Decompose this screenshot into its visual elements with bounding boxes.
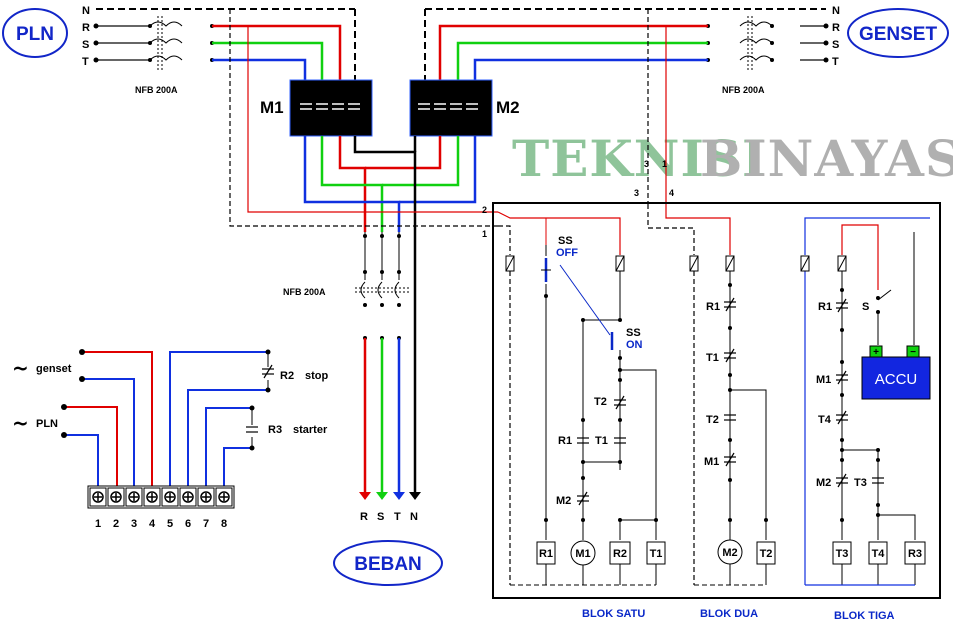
node-3-label: 3: [634, 188, 639, 198]
b2-t2-label: T2: [706, 414, 719, 426]
node-2-label: 2: [482, 205, 487, 215]
terminal-5: 5: [167, 518, 173, 530]
accu-plus: +: [873, 347, 879, 358]
load-r-label: R: [360, 511, 368, 523]
neutral-lines: [96, 8, 826, 82]
right-r-label: R: [832, 22, 840, 34]
load-n-label: N: [410, 511, 418, 523]
node-3-top-label: 3: [644, 159, 649, 169]
control-panel: [492, 202, 941, 599]
center-nfb-symbol: [355, 232, 410, 299]
right-nfb-symbol: [739, 16, 773, 72]
pln-label: PLN: [16, 24, 54, 45]
coil-r3: R3: [908, 548, 922, 560]
right-n-label: N: [832, 5, 840, 17]
terminal-3: 3: [131, 518, 137, 530]
accu-battery: [861, 345, 931, 400]
b2-t1-label: T1: [706, 352, 719, 364]
ss2-label: SS: [626, 327, 641, 339]
node-1-label: 1: [482, 229, 487, 239]
genset-tilde: ~: [12, 356, 29, 380]
left-nfb-symbol: [149, 16, 183, 72]
right-nfb-label: NFB 200A: [722, 85, 765, 95]
beban-badge: BEBAN: [333, 540, 443, 586]
b1-t1-label: T1: [595, 435, 608, 447]
terminal-6: 6: [185, 518, 191, 530]
right-t-label: T: [832, 56, 839, 68]
ss-on-label: ON: [626, 339, 643, 351]
fuses: [505, 255, 847, 272]
coil-r2: R2: [613, 548, 627, 560]
coil-r1: R1: [539, 548, 553, 560]
terminal-strip: [87, 485, 235, 509]
watermark-part2: BINAYASA: [700, 129, 953, 188]
b3-m2-label: M2: [816, 477, 831, 489]
watermark-part1: TEKNISI: [512, 129, 766, 188]
ss-off-label: OFF: [556, 247, 578, 259]
b3-t3-label: T3: [854, 477, 867, 489]
b3-m1-label: M1: [816, 374, 831, 386]
b3-s-label: S: [862, 301, 869, 313]
b3-r1-label: R1: [818, 301, 832, 313]
block1-coils: [536, 540, 666, 566]
accu-minus: −: [910, 347, 916, 358]
node-4-label: 4: [669, 188, 674, 198]
node-1-top-label: 1: [662, 159, 667, 169]
left-s-label: S: [82, 39, 89, 51]
load-t-label: T: [394, 511, 401, 523]
terminal-2: 2: [113, 518, 119, 530]
m1-contactor: [289, 79, 373, 137]
m1-label: M1: [260, 98, 284, 117]
ss-label: SS: [558, 235, 573, 247]
block3-coils: [832, 541, 926, 565]
ss-switch: [541, 258, 614, 350]
genset-input-label: genset: [36, 363, 72, 375]
left-n-label: N: [82, 5, 90, 17]
load-s-label: S: [377, 511, 384, 523]
genset-label: GENSET: [859, 24, 938, 45]
coil-t1: T1: [650, 548, 663, 560]
r2-stop-label: stop: [305, 370, 329, 382]
m2-label: M2: [496, 98, 520, 117]
blok-satu-label: BLOK SATU: [582, 608, 645, 620]
b1-m2-label: M2: [556, 495, 571, 507]
left-t-label: T: [82, 56, 89, 68]
terminal-4: 4: [149, 518, 156, 530]
coil-m2: M2: [722, 547, 737, 559]
b1-t2-label: T2: [594, 396, 607, 408]
left-nfb-label: NFB 200A: [135, 85, 178, 95]
b2-r1-label: R1: [706, 301, 720, 313]
b1-r1-label: R1: [558, 435, 572, 447]
pln-badge: PLN: [2, 8, 68, 58]
terminal-8: 8: [221, 518, 227, 530]
b2-m1-label: M1: [704, 456, 719, 468]
center-nfb-label: NFB 200A: [283, 287, 326, 297]
r2-label: R2: [280, 370, 294, 382]
pln-input-label: PLN: [36, 418, 58, 430]
r3-label: R3: [268, 424, 282, 436]
r3-starter-label: starter: [293, 424, 328, 436]
accu-label: ACCU: [875, 371, 918, 388]
terminal-7: 7: [203, 518, 209, 530]
pln-tilde: ~: [12, 411, 29, 435]
blok-dua-label: BLOK DUA: [700, 608, 758, 620]
left-r-label: R: [82, 22, 90, 34]
coil-t3: T3: [836, 548, 849, 560]
coil-t4: T4: [872, 548, 886, 560]
terminal-1: 1: [95, 518, 101, 530]
blok-tiga-label: BLOK TIGA: [834, 610, 895, 622]
block2-coils: [717, 539, 776, 565]
b3-t4-label: T4: [818, 414, 832, 426]
genset-badge: GENSET: [847, 8, 949, 58]
coil-m1: M1: [575, 548, 590, 560]
right-s-label: S: [832, 39, 839, 51]
m2-contactor: [409, 79, 493, 137]
beban-label: BEBAN: [354, 554, 422, 575]
coil-t2: T2: [760, 548, 773, 560]
